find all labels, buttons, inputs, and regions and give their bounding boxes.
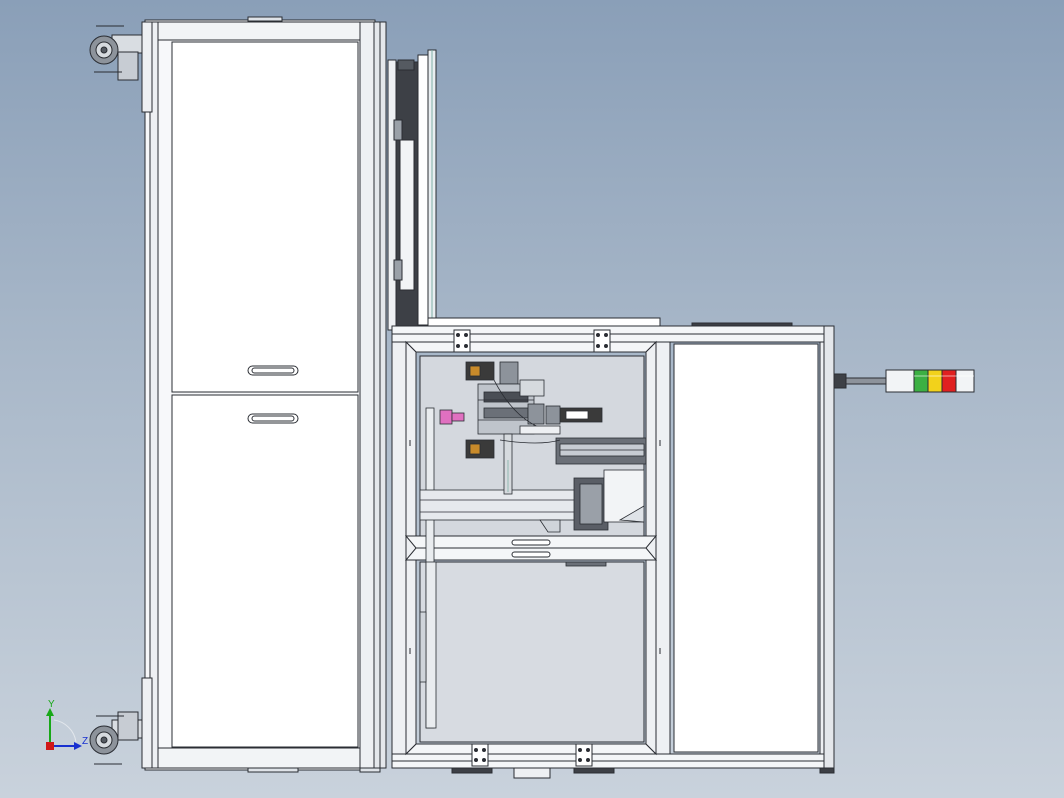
caster-bottom-icon [89,711,143,765]
x-axis-icon [46,742,54,750]
signal-tower-base [885,369,915,393]
signal-light-green [913,369,929,393]
lower-door[interactable] [171,394,359,748]
station-middle-post [655,341,671,755]
coordinate-triad: Y Z [46,699,88,750]
bracket-top-left [453,329,471,353]
signal-tower-cap [955,369,975,393]
cabinet-bottom-rail [157,747,361,769]
right-cabinet-post [359,21,375,769]
upper-door-handle[interactable] [247,365,299,376]
bracket-bottom-left [471,743,489,767]
cabinet-top-rail [157,21,361,41]
signal-light-red [941,369,957,393]
middle-handle-lower[interactable] [511,551,551,558]
lower-window-guides [419,561,607,729]
bracket-top-right [593,329,611,353]
right-side-panel[interactable] [673,343,819,753]
signal-tower-mount [833,373,847,389]
y-axis-label: Y [48,699,55,710]
caster-plate-bottom [141,677,153,769]
station-top-plate [427,317,661,327]
upper-door[interactable] [171,41,359,393]
caster-plate-top [141,21,153,113]
left-cabinet-post [149,21,159,769]
caster-top-icon [89,25,143,81]
middle-handle-upper[interactable] [511,539,551,546]
z-axis-label: Z [82,736,88,747]
work-station[interactable] [391,317,835,779]
signal-light-yellow [927,369,943,393]
lower-window [419,561,645,743]
bracket-bottom-right [575,743,593,767]
signal-tower[interactable] [833,369,975,393]
station-left-post [391,341,407,755]
left-cabinet[interactable] [141,16,387,773]
signal-tower-arm [845,377,887,385]
sliding-guide[interactable] [387,49,437,331]
lower-door-handle[interactable] [247,413,299,424]
